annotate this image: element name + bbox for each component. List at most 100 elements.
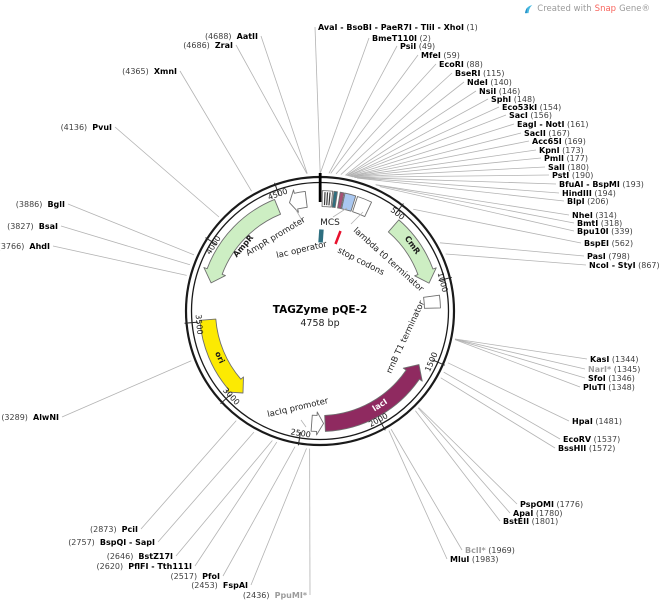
leader-line-hindiii — [354, 177, 560, 194]
tick-label-2500: 2500 — [290, 427, 312, 439]
enzyme-label-pmli: PmlI (177) — [544, 154, 588, 163]
lambda-t0-terminator-label-leader — [350, 211, 364, 225]
enzyme-label-bspqi-sapi: (2757) BspQI - SapI — [68, 538, 155, 547]
leader-line-psii — [328, 45, 398, 174]
snapgene-logo-icon — [525, 5, 533, 14]
leader-line-saci — [348, 114, 507, 177]
leader-line-bstz17i — [175, 440, 273, 557]
enzyme-label-hindiii: HindIII (194) — [562, 189, 616, 198]
tick-3500 — [184, 321, 199, 324]
leader-line-pasi — [439, 242, 585, 257]
watermark-brand-gray: Gene® — [619, 4, 650, 15]
ampr-promoter-label-leader — [295, 209, 304, 223]
watermark-text: Created with — [537, 4, 592, 15]
enzyme-label-sali: SalI (180) — [548, 163, 589, 172]
leader-line-kpni — [351, 149, 537, 177]
leader-line-pspomi — [418, 407, 518, 505]
rrnb-t1-terminator-box — [423, 294, 441, 309]
leader-line-eagi-noti — [348, 123, 515, 177]
promoter-region-striped-box-stripe — [328, 192, 331, 206]
enzyme-label-acc65i: Acc65I (169) — [532, 137, 586, 146]
enzyme-label-bsai: (3827) BsaI — [7, 222, 58, 231]
promoter-region-striped-box-stripe — [323, 192, 326, 206]
laci-arrow — [324, 364, 423, 432]
enzyme-label-ndei: NdeI (140) — [467, 78, 512, 87]
enzyme-label-bcli: BclI* (1969) — [465, 546, 515, 555]
leader-line-xmni — [179, 70, 252, 192]
enzyme-label-nhei: NheI (314) — [572, 211, 617, 220]
enzyme-label-sphi: SphI (148) — [491, 95, 535, 104]
lac-operator-box — [331, 190, 338, 209]
enzyme-label-zrai: (4686) ZraI — [183, 41, 233, 50]
leader-line-bseri — [340, 72, 453, 175]
ori-arrow — [199, 318, 244, 394]
leader-line-bfuai-bspmi — [354, 177, 557, 185]
enzyme-label-avai-bsobi-paer7i-tlii-xhoi: AvaI - BsoBI - PaeR7I - TliI - XhoI (1) — [318, 23, 478, 32]
leader-line-sacii — [350, 132, 522, 177]
enzyme-label-bseri: BseRI (115) — [455, 69, 504, 78]
leader-line-pflfi-tth111i — [194, 441, 278, 567]
enzyme-label-bsshii: BssHII (1572) — [558, 444, 615, 453]
enzyme-label-mlui: MluI (1983) — [450, 555, 499, 564]
leader-line-bgli — [67, 203, 195, 256]
tick-label-4500: 4500 — [267, 187, 289, 202]
leader-line-pfoi — [222, 446, 296, 577]
leader-line-pvui — [114, 126, 220, 218]
leader-line-bmet110i — [319, 37, 370, 174]
enzyme-label-bfuai-bspmi: BfuAI - BspMI (193) — [559, 180, 644, 189]
stop-codon-slash-icon — [334, 230, 342, 245]
leader-line-ncoi-styi — [445, 253, 587, 266]
enzyme-label-bspei: BspEI (562) — [584, 239, 633, 248]
enzyme-label-apai: ApaI (1780) — [513, 509, 562, 518]
enzyme-label-nari: NarI* (1345) — [588, 365, 640, 374]
lac-operator-label: lac operator — [275, 239, 328, 260]
leader-line-bpu10i — [379, 186, 575, 232]
enzyme-label-blpi: BlpI (206) — [567, 197, 609, 206]
enzyme-label-bstz17i: (2646) BstZ17I — [107, 552, 173, 561]
enzyme-label-pflfi-tth111i: (2620) PflFI - Tth111I — [97, 562, 192, 571]
leader-line-bcli — [390, 429, 463, 551]
enzyme-label-eagi-noti: EagI - NotI (161) — [517, 120, 589, 129]
leader-line-nhei — [375, 184, 570, 216]
tick-4000 — [205, 237, 218, 246]
enzyme-label-ahdi: (3766) AhdI — [0, 242, 50, 251]
tick-label-500: 500 — [389, 205, 407, 221]
leader-line-kasi — [455, 338, 588, 360]
enzyme-label-hpai: HpaI (1481) — [572, 417, 622, 426]
lac-operator-bar-icon — [318, 229, 324, 243]
enzyme-label-kasi: KasI (1344) — [590, 355, 639, 364]
mcs-label-leader — [332, 207, 348, 218]
leader-line-apai — [417, 407, 511, 514]
plasmid-size: 4758 bp — [300, 318, 339, 329]
tick-4500 — [274, 182, 280, 196]
leader-line-sphi — [346, 98, 489, 176]
tick-500 — [394, 203, 404, 215]
leader-line-bspei — [413, 208, 582, 244]
enzyme-label-saci: SacI (156) — [509, 111, 552, 120]
laciq-promoter-label: lacIq promoter — [266, 396, 329, 420]
leader-line-ndei — [345, 81, 465, 176]
tick-2500 — [297, 431, 302, 446]
leader-line-acc65i — [350, 140, 530, 177]
tick-1500 — [432, 359, 445, 366]
leader-line-bspqi-sapi — [157, 431, 255, 543]
enzyme-label-aatii: (4688) AatII — [205, 32, 258, 41]
enzyme-label-mfei: MfeI (59) — [421, 51, 460, 60]
plasmid-name: TAGZyme pQE-2 — [273, 304, 368, 316]
leader-line-nsii — [346, 90, 477, 176]
tick-label-3500: 3500 — [194, 314, 205, 335]
enzyme-label-nsii: NsiI (146) — [479, 87, 520, 96]
ampr-arrow — [203, 198, 282, 284]
enzyme-label-sfoi: SfoI (1346) — [588, 374, 635, 383]
enzyme-label-ecorv: EcoRV (1537) — [563, 435, 620, 444]
mcs-box — [341, 192, 357, 212]
leader-line-mfei — [330, 54, 419, 174]
leader-line-psti — [354, 174, 550, 178]
enzyme-label-bgli: (3886) BglI — [16, 200, 65, 209]
enzyme-label-ncoi-styi: NcoI - StyI (867) — [589, 261, 660, 270]
leader-line-aatii — [260, 35, 308, 174]
enzyme-label-fspai: (2453) FspAI — [191, 581, 248, 590]
enzyme-label-sacii: SacII (167) — [524, 129, 570, 138]
